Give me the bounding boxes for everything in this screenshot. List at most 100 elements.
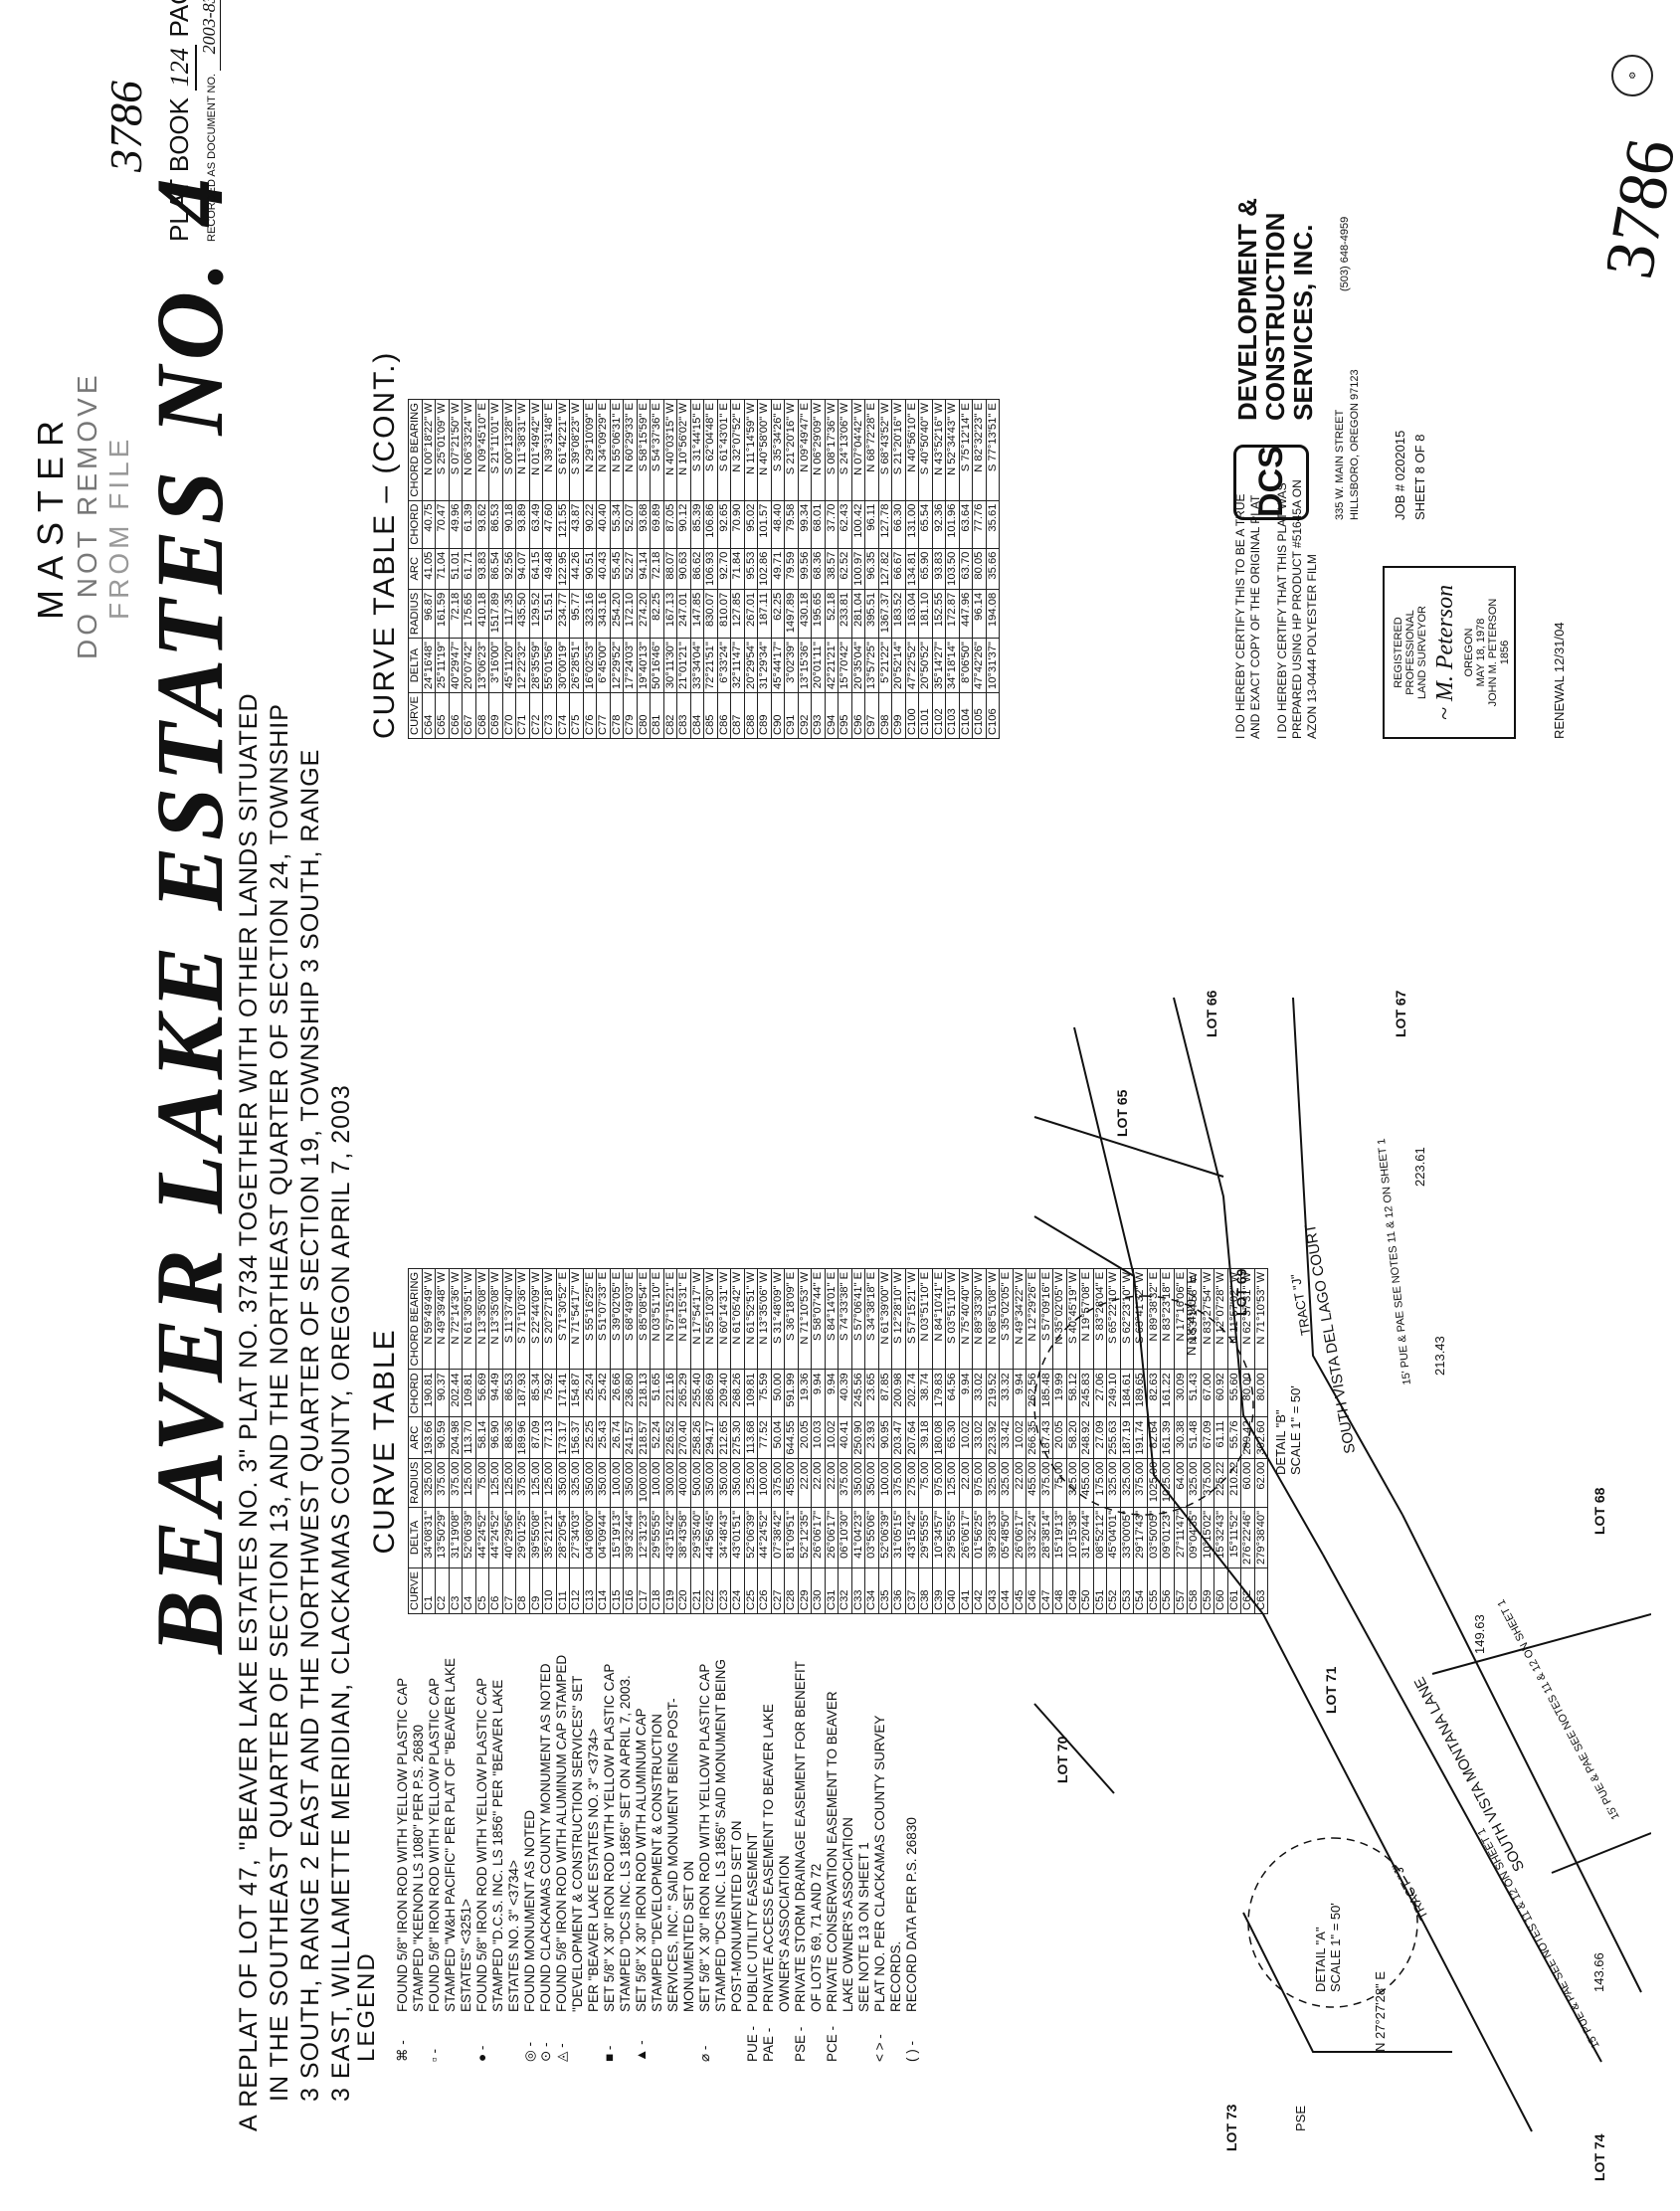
table-cell: 156.37 (569, 1416, 583, 1459)
table-cell: C103 (945, 692, 959, 739)
table-cell: 92.36 (932, 500, 946, 549)
table-cell: 77.52 (757, 1416, 771, 1459)
seal-line-5: MAY 18, 1978 (1475, 618, 1487, 687)
table-cell: 100.42 (851, 500, 865, 549)
table-cell: 125.00 (744, 1458, 758, 1508)
table-cell: 50°16'46" (650, 638, 663, 693)
table-cell: 250.90 (851, 1416, 865, 1459)
table-cell: 275.30 (730, 1416, 744, 1459)
table-cell: 275.00 (905, 1458, 919, 1508)
table-cell: 254.20 (610, 589, 624, 639)
description-line-2: IN THE SOUTHEAST QUARTER OF SECTION 13, … (266, 703, 293, 2102)
table-cell: 79.58 (784, 500, 798, 549)
table-cell: 25.43 (596, 1416, 610, 1459)
table-cell: 8°06'50" (959, 638, 973, 693)
table-cell: 63.49 (529, 500, 543, 549)
table-cell: 127.82 (878, 548, 892, 590)
table-cell: 400.00 (676, 1458, 690, 1508)
table-cell: 435.50 (515, 589, 529, 639)
table-cell: 350.00 (583, 1458, 597, 1508)
legend-text: FOUND 5/8" IRON ROD WITH YELLOW PLASTIC … (427, 1658, 473, 2012)
table-cell: 187.11 (757, 589, 771, 639)
table-cell: C22 (703, 1567, 717, 1614)
table-cell: 12°31'23" (637, 1507, 651, 1568)
legend-symbol: PSE - (793, 2026, 808, 2062)
stamp-line-2: DO NOT REMOVE (72, 371, 102, 659)
table-cell: 44°56'45" (703, 1507, 717, 1568)
table-cell: N 60°14'31" W (717, 1268, 731, 1370)
table-cell: 10.02 (825, 1416, 839, 1459)
table-cell: S 71°30'52" E (556, 1268, 570, 1370)
table-cell: 72°21'51" (703, 638, 717, 693)
table-cell: 96.14 (972, 589, 986, 639)
table-cell: C18 (650, 1567, 663, 1614)
table-cell: 125.00 (488, 1458, 502, 1508)
table-cell: 194.08 (986, 589, 1000, 639)
table-cell: C30 (811, 1567, 825, 1614)
legend-symbol: ⌘ - (395, 2040, 410, 2062)
table-cell: 12°22'32" (515, 638, 529, 693)
surveyor-seal: REGISTERED PROFESSIONAL LAND SURVEYOR ~ … (1383, 566, 1516, 739)
table-cell: 375.00 (838, 1458, 851, 1508)
description-line-1: A REPLAT OF LOT 47, "BEAVER LAKE ESTATES… (235, 692, 263, 2131)
legend-text: FOUND 5/8" IRON ROD WITH YELLOW PLASTIC … (474, 1678, 521, 2012)
legend-symbol: ⌀ - (697, 2045, 712, 2062)
table-cell: C104 (959, 692, 973, 739)
lot-line (1033, 1116, 1224, 1178)
table-cell: 22.00 (959, 1458, 973, 1508)
column-header: ARC (408, 548, 422, 590)
seal-line-4: OREGON (1463, 628, 1475, 677)
table-cell: 55°01'56" (542, 638, 556, 693)
table-cell: 100.00 (610, 1458, 624, 1508)
table-cell: 70.90 (730, 500, 744, 549)
table-cell: S 21°11'01" W (488, 399, 502, 501)
table-cell: 52°06'39" (462, 1507, 475, 1568)
table-cell: 152.55 (932, 589, 946, 639)
table-cell: C32 (838, 1567, 851, 1614)
table-cell: N 06°29'09" W (811, 399, 825, 501)
table-cell: S 34°38'18" E (864, 1268, 878, 1370)
table-cell: 127.78 (878, 500, 892, 549)
plat-book-block: PLAT BOOK 124 PAGE 008 RECORDED AS DOCUM… (164, 0, 221, 242)
table-cell: 29°55'55" (650, 1507, 663, 1568)
table-cell: C88 (744, 692, 758, 739)
table-cell: N 03°51'10" E (918, 1268, 932, 1370)
table-cell: 61.39 (462, 500, 475, 549)
table-cell: 286.69 (703, 1369, 717, 1417)
table-cell: 71.84 (730, 548, 744, 590)
company-name-line-2: CONSTRUCTION (1260, 212, 1290, 421)
table-cell: 350.00 (851, 1458, 865, 1508)
table-cell: 810.07 (717, 589, 731, 639)
table-cell: 350.00 (623, 1458, 637, 1508)
table-cell: C90 (771, 692, 785, 739)
table-cell: 52.18 (825, 589, 839, 639)
table-cell: C67 (462, 692, 475, 739)
table-cell: C100 (905, 692, 919, 739)
table-cell: 218.57 (637, 1416, 651, 1459)
table-cell: 37.70 (825, 500, 839, 549)
lot-line (1242, 1912, 1452, 2053)
table-cell: 127.85 (730, 589, 744, 639)
table-cell: 106.86 (703, 500, 717, 549)
table-cell: C12 (569, 1567, 583, 1614)
lot-line (1033, 1215, 1135, 1277)
table-cell: S 31°44'15" E (690, 399, 704, 501)
table-cell: 87.05 (663, 500, 677, 549)
table-cell: C95 (838, 692, 851, 739)
legend-item: PUE -PUBLIC UTILITY EASEMENT (745, 1654, 761, 2062)
table-cell: 55.34 (610, 500, 624, 549)
table-cell: 122.95 (556, 548, 570, 590)
table-cell: 35°14'27" (932, 638, 946, 693)
table-cell: 87.09 (529, 1416, 543, 1459)
table-cell: N 09°49'47" E (798, 399, 812, 501)
lot-line (1322, 1554, 1602, 2063)
table-cell: N 55°10'30" W (703, 1268, 717, 1370)
table-cell: 52.07 (623, 500, 637, 549)
column-header: CURVE (408, 692, 422, 739)
